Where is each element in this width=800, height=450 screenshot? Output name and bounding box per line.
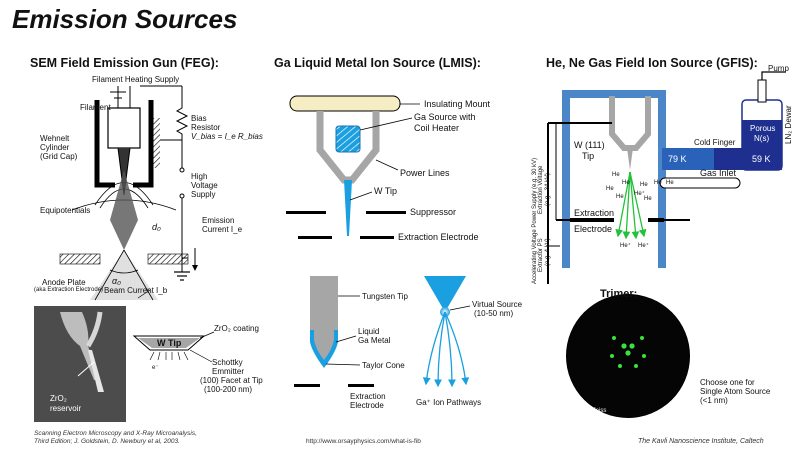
gfis-schematic [547, 71, 786, 418]
page-title: Emission Sources [12, 4, 238, 34]
gfis-extractor-ps-1: Extractor PS [538, 238, 544, 272]
zro2-coating: ZrO₂ coating [214, 324, 259, 333]
gfis-w111-2: Tip [582, 151, 595, 161]
feg-alpha0: α₀ [112, 276, 121, 286]
schottky-2: Emmitter [212, 367, 244, 376]
lmis-ga-source-1: Ga Source with [414, 112, 476, 122]
feg-bias-2: Resistor [191, 123, 221, 132]
feg-bias-1: Bias [191, 114, 207, 123]
feg-filament-heating-supply: Filament Heating Supply [92, 75, 180, 84]
feg-anode-plate: Anode Plate [42, 278, 86, 287]
feg-emission-1: Emission [202, 216, 235, 225]
feg-schematic [59, 85, 198, 301]
feg-beam-current: Beam Current I_b [104, 286, 168, 295]
lmis-tungsten-tip: Tungsten Tip [362, 292, 408, 301]
lmis-power-lines: Power Lines [400, 168, 450, 178]
feg-filament: Filament [80, 103, 111, 112]
gfis-heading: He, Ne Gas Field Ion Source (GFIS): [546, 56, 758, 70]
schottky-3: (100) Facet at Tip [200, 376, 263, 385]
lmis-virtual-source-1: Virtual Source [472, 300, 523, 309]
lmis-virtual-source-2: (10-50 nm) [474, 309, 514, 318]
feg-wehnelt-1: Wehnelt [40, 134, 70, 143]
gfis-pump: Pump [768, 64, 789, 73]
gfis-he-1: He [612, 172, 620, 178]
lmis-liquid-ga-1: Liquid [358, 327, 380, 336]
gfis-credit: The Kavli Nanoscience Institute, Caltech [638, 438, 764, 445]
lmis-extraction-electrode-2a: Extraction [350, 392, 386, 401]
zro2-reservoir-2: reservoir [50, 404, 82, 413]
gfis-zeiss: Zeiss [592, 408, 607, 414]
gfis-choose-2: Single Atom Source [700, 387, 771, 396]
lmis-ion-pathways: Ga⁺ Ion Pathways [416, 398, 482, 407]
feg-hv-3: Supply [191, 190, 216, 199]
gfis-heplus-2: He⁺ [620, 243, 631, 249]
feg-reference-1: Scanning Electron Microscopy and X-Ray M… [34, 430, 197, 437]
lmis-suppressor: Suppressor [410, 207, 457, 217]
gfis-extraction-voltage-2: (e.g. -34 kV) [545, 172, 551, 206]
gfis-cold-finger: Cold Finger [694, 138, 736, 147]
zro2-tip-diagram [132, 331, 215, 363]
electron-label: e⁻ [152, 365, 159, 371]
feg-emission-2: Current I_e [202, 225, 243, 234]
gfis-59k: 59 K [752, 154, 771, 164]
feg-wehnelt-2: Cylinder [40, 143, 70, 152]
lmis-reference: http://www.orsayphysics.com/what-is-fib [306, 438, 421, 445]
gfis-extraction-voltage-1: Extraction Voltage [538, 165, 544, 214]
feg-reference-2: Third Edition; J. Goldstein, D. Newbury … [34, 438, 180, 445]
feg-wehnelt-3: (Grid Cap) [40, 152, 78, 161]
lmis-taylor-cone: Taylor Cone [362, 361, 405, 370]
feg-hv-1: High [191, 172, 208, 181]
feg-anode-note: (aka Extraction Electrode) [34, 287, 104, 293]
gfis-he-4: He [616, 194, 624, 200]
lmis-schematic [286, 95, 471, 388]
gfis-choose-3: (<1 nm) [700, 396, 728, 405]
gfis-heplus-3: He⁺ [638, 243, 649, 249]
gfis-he-2: He [622, 180, 630, 186]
feg-equipotentials: Equipotentials [40, 206, 91, 215]
gfis-he-8: He [666, 180, 674, 186]
gfis-extraction-1: Extraction [574, 208, 615, 218]
gfis-he-6: He [644, 196, 652, 202]
feg-heading: SEM Field Emission Gun (FEG): [30, 56, 219, 70]
lmis-extraction-electrode: Extraction Electrode [398, 232, 479, 242]
gfis-he-5: He [640, 182, 648, 188]
gfis-79k: 79 K [668, 154, 687, 164]
gfis-choose-1: Choose one for [700, 378, 755, 387]
lmis-extraction-electrode-2b: Electrode [350, 401, 384, 410]
lmis-heading: Ga Liquid Metal Ion Source (LMIS): [274, 56, 481, 70]
lmis-insulating-mount: Insulating Mount [424, 99, 491, 109]
gfis-gas-inlet: Gas Inlet [700, 168, 737, 178]
gfis-w111-1: W (111) [574, 140, 605, 150]
lmis-w-tip: W Tip [374, 186, 398, 196]
gfis-porous-1: Porous [750, 124, 776, 133]
feg-bias-formula: V_bias = I_e R_bias [191, 132, 263, 141]
zro2-micrograph [34, 306, 126, 422]
lmis-ga-source-2: Coil Heater [414, 123, 460, 133]
gfis-extraction-2: Electrode [574, 224, 613, 234]
gfis-he-3: He [606, 186, 614, 192]
feg-hv-2: Voltage [191, 181, 218, 190]
gfis-extractor-ps-2: (e.g. 4 kV) [545, 238, 551, 266]
gfis-heplus-1: He⁺ [634, 191, 645, 197]
w-tip-label: W Tip [157, 338, 182, 348]
schottky-4: (100-200 nm) [204, 385, 253, 394]
gfis-trimer: Trimer: [600, 288, 638, 300]
gfis-ln-dewar: LN₂ Dewar [784, 105, 793, 144]
gfis-he-7: He [654, 180, 662, 186]
feg-d0: d₀ [152, 222, 161, 232]
lmis-liquid-ga-2: Ga Metal [358, 336, 391, 345]
schottky-1: Schottky [212, 358, 243, 367]
gfis-porous-2: N(s) [754, 134, 770, 143]
zro2-reservoir-1: ZrO₂ [50, 394, 67, 403]
